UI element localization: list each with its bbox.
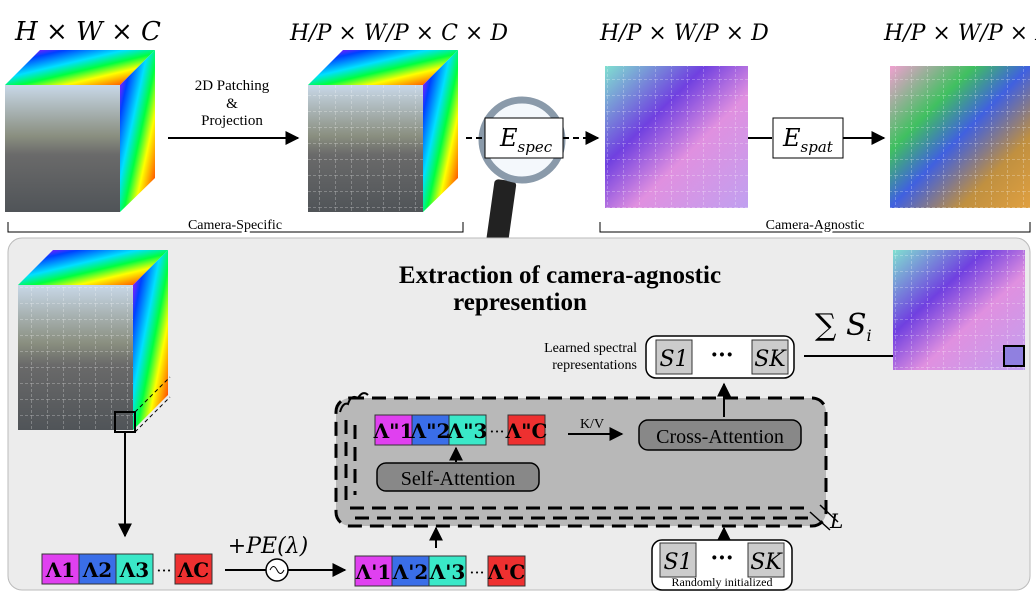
- token-label: Λ3: [119, 558, 149, 582]
- pe-label: +PE(λ): [228, 534, 308, 559]
- token-box: [411, 414, 450, 446]
- token-label: Λ1: [45, 558, 75, 582]
- svg-text:2D Patching: 2D Patching: [195, 78, 270, 94]
- panel-cube: [18, 250, 171, 433]
- token-box: [354, 555, 393, 587]
- panel-title-2: represention: [453, 289, 587, 316]
- patching-label: 2D Patching & Projection: [195, 78, 270, 129]
- token-label: Λ"1: [373, 419, 414, 443]
- kv-label: K/V: [580, 417, 604, 432]
- camera-agnostic-bracket: [599, 222, 1031, 233]
- ellipsis: ···: [156, 561, 171, 580]
- input-dims: H × W × C: [14, 17, 161, 47]
- token-box: [115, 553, 154, 585]
- token-label: Λ'C: [487, 560, 526, 584]
- token-box: [448, 414, 487, 446]
- s-token: [751, 339, 789, 375]
- ellipsis: ···: [469, 563, 484, 582]
- token-box: [391, 555, 430, 587]
- camera-agnostic-label: Camera-Agnostic: [766, 218, 865, 233]
- ellipsis: ···: [489, 422, 504, 441]
- feat2-dims: H/P × W/P × D: [883, 21, 1036, 46]
- ellipsis: ···: [711, 342, 734, 368]
- input-cube: [5, 50, 155, 212]
- e-spec-label: Espec: [499, 124, 553, 156]
- token-label: Λ2: [82, 558, 112, 582]
- svg-text:&: &: [226, 96, 238, 112]
- s-token-label: SK: [750, 550, 783, 575]
- cross-attention-label: Cross-Attention: [656, 426, 784, 448]
- random-init-label: Randomly initialized: [672, 575, 773, 589]
- ellipsis: ···: [711, 545, 734, 571]
- token-box: [487, 555, 526, 587]
- panel-title-1: Extraction of camera-agnostic: [399, 262, 721, 289]
- s-token-label: SK: [754, 347, 787, 372]
- token-label: Λ"C: [505, 419, 548, 443]
- svg-text:Learned spectral: Learned spectral: [544, 341, 637, 356]
- feat1-dims: H/P × W/P × D: [599, 21, 769, 46]
- s-token: [659, 542, 697, 578]
- svg-text:representations: representations: [552, 358, 637, 373]
- e-spec-box: [484, 117, 564, 159]
- token-box: [374, 414, 413, 446]
- token-label: Λ"2: [410, 419, 451, 443]
- s-token-label: S1: [659, 347, 688, 372]
- sum-label: ∑ Si: [815, 308, 872, 345]
- s-token-label: S1: [663, 550, 692, 575]
- layers-label: L: [829, 509, 843, 533]
- patched-cube: [308, 50, 458, 212]
- token-label: Λ'2: [392, 560, 429, 584]
- e-spat-label: Espat: [782, 124, 834, 156]
- cross-attention-block: [638, 419, 802, 451]
- self-attention-label: Self-Attention: [401, 468, 515, 490]
- input-tokens: Λ1 Λ2 Λ3 ΛC ···: [41, 553, 213, 585]
- s-token: [747, 542, 785, 578]
- token-box: [41, 553, 80, 585]
- camera-specific-label: Camera-Specific: [188, 218, 282, 233]
- self-attention-block: [376, 462, 540, 492]
- token-box: [507, 414, 546, 446]
- s-token: [655, 339, 693, 375]
- token-box: [174, 553, 213, 585]
- token-label: ΛC: [177, 558, 209, 582]
- patched-dims: H/P × W/P × C × D: [289, 21, 508, 46]
- token-label: Λ"3: [447, 419, 488, 443]
- svg-text:Projection: Projection: [201, 113, 263, 129]
- self-attention-tokens: Λ"1Λ"2Λ"3 Λ"C···: [373, 414, 548, 446]
- transformer-block: [334, 392, 828, 528]
- token-label: Λ'1: [355, 560, 392, 584]
- token-box: [428, 555, 467, 587]
- learned-label: Learned spectral representations: [544, 341, 637, 373]
- token-label: Λ'3: [429, 560, 466, 584]
- camera-specific-bracket: [7, 222, 464, 233]
